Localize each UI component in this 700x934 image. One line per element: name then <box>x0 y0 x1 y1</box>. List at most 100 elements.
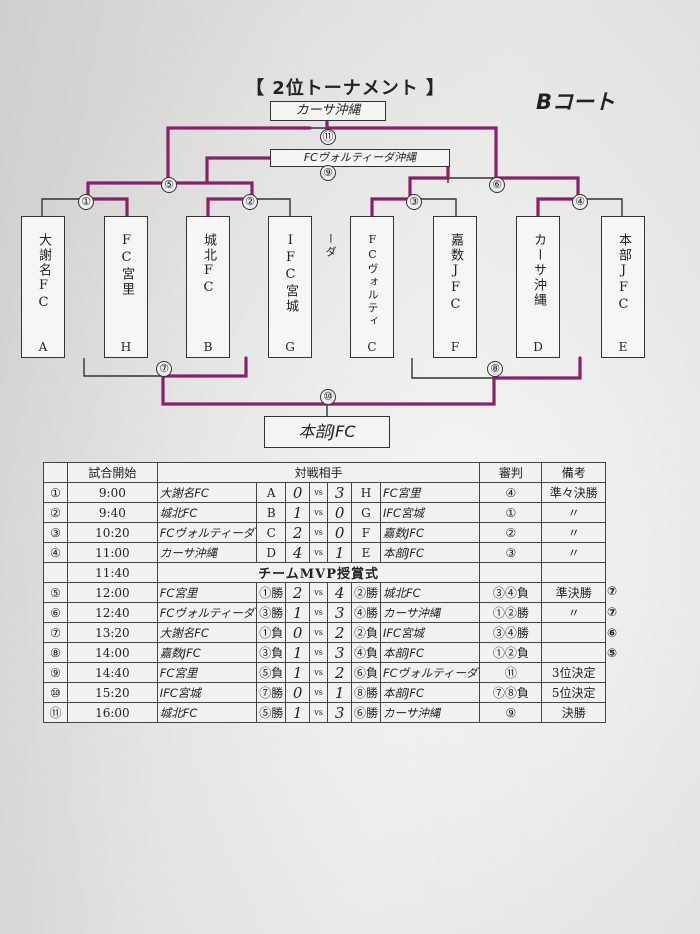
match-num: ④ <box>43 542 68 563</box>
vs-label: vs <box>308 682 329 703</box>
ceremony-num <box>43 562 68 583</box>
team-code: F <box>450 340 460 354</box>
header-num <box>43 462 68 483</box>
team-box-a: 大謝名FC A <box>21 216 65 358</box>
header-opponents: 対戦相手 <box>156 462 481 483</box>
team-code: H <box>120 340 132 354</box>
start-time: 14:00 <box>67 642 158 663</box>
left-team: FCヴォルティーダ <box>156 602 258 623</box>
court-label: Bコート <box>536 90 616 114</box>
left-team: FCヴォルティーダ <box>156 522 258 543</box>
referee: ⑦⑧負 <box>479 682 543 703</box>
vs-label: vs <box>308 662 329 683</box>
left-score: 2 <box>285 522 310 543</box>
right-slot: G <box>350 502 381 523</box>
referee: ⑪ <box>479 662 543 683</box>
right-team: FC宮里 <box>379 482 481 503</box>
left-score: 1 <box>285 502 310 523</box>
team-name: FCヴォルティーダ <box>324 233 379 328</box>
margin-note: ⑥ <box>607 626 618 640</box>
left-score: 0 <box>285 482 310 503</box>
vs-label: vs <box>308 642 329 663</box>
left-slot: D <box>256 542 287 563</box>
note: 準々決勝 <box>541 482 606 503</box>
team-code: E <box>618 340 628 354</box>
right-score: 3 <box>327 642 352 663</box>
start-time: 10:20 <box>67 522 158 543</box>
right-score: 2 <box>327 622 352 643</box>
team-name: 城北FC <box>201 233 216 297</box>
referee: ④ <box>479 482 543 503</box>
note: 5位決定 <box>541 682 606 703</box>
right-score: 1 <box>327 542 352 563</box>
start-time: 15:20 <box>67 682 158 703</box>
right-team: 本部JFC <box>379 642 481 663</box>
left-score: 1 <box>285 602 310 623</box>
left-score: 2 <box>285 582 310 603</box>
match-num: ⑤ <box>43 582 68 603</box>
note: 〃 <box>541 502 606 523</box>
left-score: 0 <box>285 682 310 703</box>
right-score: 1 <box>327 682 352 703</box>
team-name: 本部JFC <box>616 233 631 314</box>
team-box-e: 本部JFC E <box>601 216 645 358</box>
right-score: 3 <box>327 702 352 723</box>
start-time: 13:20 <box>67 622 158 643</box>
third-place-winner-box: FCヴォルティーダ沖縄 <box>270 149 450 167</box>
team-box-d: カーサ沖縄 D <box>516 216 560 358</box>
start-time: 11:00 <box>67 542 158 563</box>
right-slot: ④負 <box>350 642 381 663</box>
right-slot: ④勝 <box>350 602 381 623</box>
left-score: 1 <box>285 702 310 723</box>
team-code: B <box>203 340 213 354</box>
ceremony-time: 11:40 <box>67 562 158 583</box>
left-team: IFC宮城 <box>156 682 258 703</box>
note: 3位決定 <box>541 662 606 683</box>
right-slot: ②勝 <box>350 582 381 603</box>
right-team: 本部JFC <box>379 682 481 703</box>
left-slot: ③勝 <box>256 602 287 623</box>
team-name: 大謝名FC <box>36 233 51 312</box>
referee: ① <box>479 502 543 523</box>
team-box-h: FC宮里 H <box>104 216 148 358</box>
winner-path-m7 <box>161 356 248 378</box>
right-slot: ②負 <box>350 622 381 643</box>
page-title: 【 2位トーナメント 】 <box>246 78 446 99</box>
match-num: ① <box>43 482 68 503</box>
match-number-6: ⑥ <box>489 177 505 193</box>
team-code: C <box>367 340 377 354</box>
match-num: ⑪ <box>43 702 68 723</box>
vs-label: vs <box>308 702 329 723</box>
match-number-9: ⑨ <box>320 165 336 181</box>
referee: ② <box>479 522 543 543</box>
right-slot: F <box>350 522 381 543</box>
match-number-4: ④ <box>572 194 588 210</box>
start-time: 16:00 <box>67 702 158 723</box>
left-team: FC宮里 <box>156 662 258 683</box>
left-slot: ⑦勝 <box>256 682 287 703</box>
left-team: FC宮里 <box>156 582 258 603</box>
match-number-11: ⑪ <box>320 129 336 145</box>
start-time: 9:00 <box>67 482 158 503</box>
right-slot: E <box>350 542 381 563</box>
referee: ③④負 <box>479 582 543 603</box>
margin-note: ⑤ <box>607 646 618 660</box>
right-team: 嘉数JFC <box>379 522 481 543</box>
right-slot: ⑥負 <box>350 662 381 683</box>
note: 決勝 <box>541 702 606 723</box>
match-number-3: ③ <box>406 194 422 210</box>
ceremony-text: チームMVP授賞式 <box>156 562 481 583</box>
referee: ③④勝 <box>479 622 543 643</box>
winner-path-final-left <box>166 126 312 185</box>
left-slot: C <box>256 522 287 543</box>
team-box-b: 城北FC B <box>186 216 230 358</box>
